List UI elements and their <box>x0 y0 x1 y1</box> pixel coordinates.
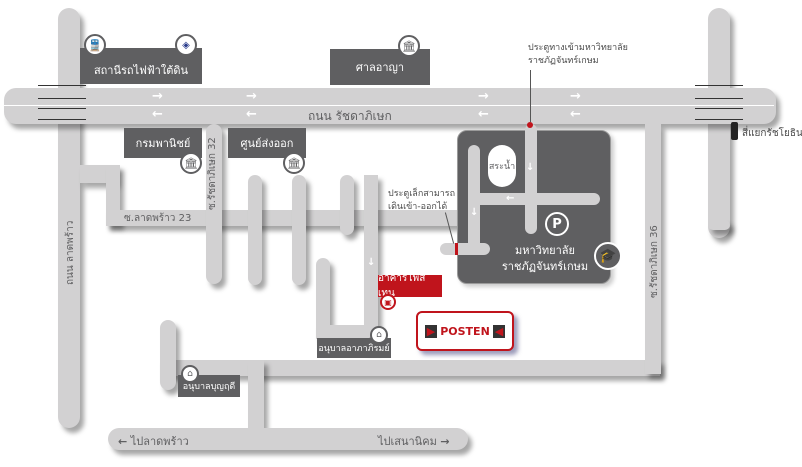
road-soi-ratchada-32 <box>206 124 222 284</box>
crosswalk-right <box>695 119 743 120</box>
direction-to-lat-phrao: ← ไปลาดพร้าว <box>118 432 189 450</box>
landmark-label: ศาลอาญา <box>355 61 405 74</box>
road-soi-ratchada-36 <box>645 124 661 374</box>
posten-logo-callout[interactable]: ▶ POSTEN ◀ <box>416 311 514 351</box>
direction-label: ไปเสนานิคม <box>378 435 437 448</box>
traffic-light-icon <box>731 122 738 140</box>
landmark-posten-building[interactable]: อาคารโพสเทน <box>378 273 442 299</box>
road-lat-phrao <box>58 8 80 428</box>
road-posten-loop <box>316 258 330 338</box>
posten-icon: ▣ <box>380 294 396 310</box>
arrow-south-icon: ↓ <box>526 162 535 173</box>
arrow-east-icon: → <box>478 89 489 104</box>
building-icon: 🏛 <box>180 152 202 174</box>
arrow-east-icon: → <box>440 435 450 448</box>
arrow-east-icon: → <box>246 89 257 104</box>
parking-icon: P <box>545 212 569 236</box>
landmark-kindergarten-1[interactable]: อนุบาลอาภาภิรมย์ <box>317 338 391 358</box>
posten-logo-left-icon: ▶ <box>424 324 438 338</box>
landmark-label: อนุบาลบุญฤดี <box>182 382 236 392</box>
note-line1: ประตูทางเข้ามหาวิทยาลัย <box>528 43 628 53</box>
mrt-logo-icon: ◈ <box>175 34 197 56</box>
arrow-west-icon: ← <box>570 107 581 122</box>
crosswalk-left <box>38 119 86 120</box>
arrow-east-icon: → <box>570 89 581 104</box>
main-gate-pointer <box>530 70 531 122</box>
road-side-street <box>292 175 306 285</box>
road-ratchadaphisek <box>4 88 776 124</box>
arrow-west-icon: ← <box>246 107 257 122</box>
road-label-ratchadaphisek: ถนน รัชดาภิเษก <box>308 109 392 123</box>
pond: สระน้ำ <box>488 145 516 187</box>
arrow-west-icon: ← <box>506 193 515 204</box>
side-gate-marker <box>455 243 458 255</box>
note-line1: ประตูเล็กสามารถ <box>388 189 456 199</box>
graduate-icon: 🎓 <box>594 242 622 270</box>
arrow-east-icon: → <box>152 89 163 104</box>
arrow-west-icon: ← <box>478 107 489 122</box>
crosswalk-right <box>695 98 743 99</box>
landmark-label: สถานีรถไฟฟ้าใต้ดิน <box>93 64 189 77</box>
road-label-ratchada-32: ซ.รัชดาภิเษก 32 <box>207 137 218 210</box>
road-lower-connector <box>248 360 264 430</box>
road-lower-horizontal <box>160 360 660 376</box>
note-line2: ราชภัฏจันทร์เกษม <box>528 56 599 66</box>
school-icon: ⌂ <box>370 326 388 344</box>
school-icon: ⌂ <box>181 365 199 383</box>
arrow-south-icon: ↓ <box>470 207 479 218</box>
arrow-west-icon: ← <box>118 435 128 448</box>
crosswalk-left <box>38 108 86 109</box>
landmark-label: ศูนย์ส่งออก <box>240 137 294 150</box>
building-icon: 🏛 <box>398 35 420 57</box>
university-label-line2: ราชภัฏจันทร์เกษม <box>501 260 589 273</box>
crosswalk-left <box>38 85 86 86</box>
train-icon: 🚆 <box>84 34 106 56</box>
campus-road <box>440 243 490 255</box>
road-label-soi-23: ซ.ลาดพร้าว 23 <box>124 213 192 224</box>
main-gate-note: ประตูทางเข้ามหาวิทยาลัย ราชภัฏจันทร์เกษม <box>528 42 628 68</box>
university-label-line1: มหาวิทยาลัย <box>515 244 575 257</box>
note-line2: เดินเข้า-ออกได้ <box>388 202 448 212</box>
road-lower-left-vertical <box>160 320 176 390</box>
crosswalk-right <box>695 108 743 109</box>
road-side-street <box>340 175 354 235</box>
posten-logo-text: POSTEN <box>440 324 490 338</box>
campus-road <box>525 124 537 234</box>
road-right-lower <box>708 220 730 230</box>
landmark-label: กรมพานิชย์ <box>135 137 191 150</box>
road-label-lat-phrao: ถนน ลาดพร้าว <box>65 220 76 285</box>
arrow-west-icon: ← <box>152 107 163 122</box>
landmark-label: อาคารโพสเทน <box>378 273 426 299</box>
landmark-label: อนุบาลอาภาภิรมย์ <box>318 344 390 354</box>
intersection-label: สี่แยกรัชโยธิน <box>742 128 802 139</box>
campus-road <box>468 193 600 205</box>
main-gate-marker <box>527 122 533 128</box>
road-side-street <box>248 175 262 285</box>
pond-label: สระน้ำ <box>488 162 516 172</box>
arrow-west-icon: ← <box>398 244 407 255</box>
crosswalk-right <box>695 85 743 86</box>
direction-to-sena-nikhom: ไปเสนานิคม → <box>378 432 450 450</box>
posten-logo-right-icon: ◀ <box>492 324 506 338</box>
road-posten-access <box>364 175 378 350</box>
road-bottom <box>108 428 468 450</box>
building-icon: 🏛 <box>283 152 305 174</box>
arrow-west-icon: ← <box>432 244 441 255</box>
road-divider <box>4 105 774 106</box>
road-posten-loop-bottom <box>316 325 378 339</box>
road-label-ratchada-36: ซ.รัชดาภิเษก 36 <box>649 225 660 298</box>
crosswalk-left <box>38 98 86 99</box>
university-label: มหาวิทยาลัย ราชภัฏจันทร์เกษม <box>490 243 600 275</box>
arrow-south-icon: ↓ <box>367 257 376 268</box>
side-gate-note: ประตูเล็กสามารถ เดินเข้า-ออกได้ <box>388 188 455 214</box>
direction-label: ไปลาดพร้าว <box>130 435 189 448</box>
